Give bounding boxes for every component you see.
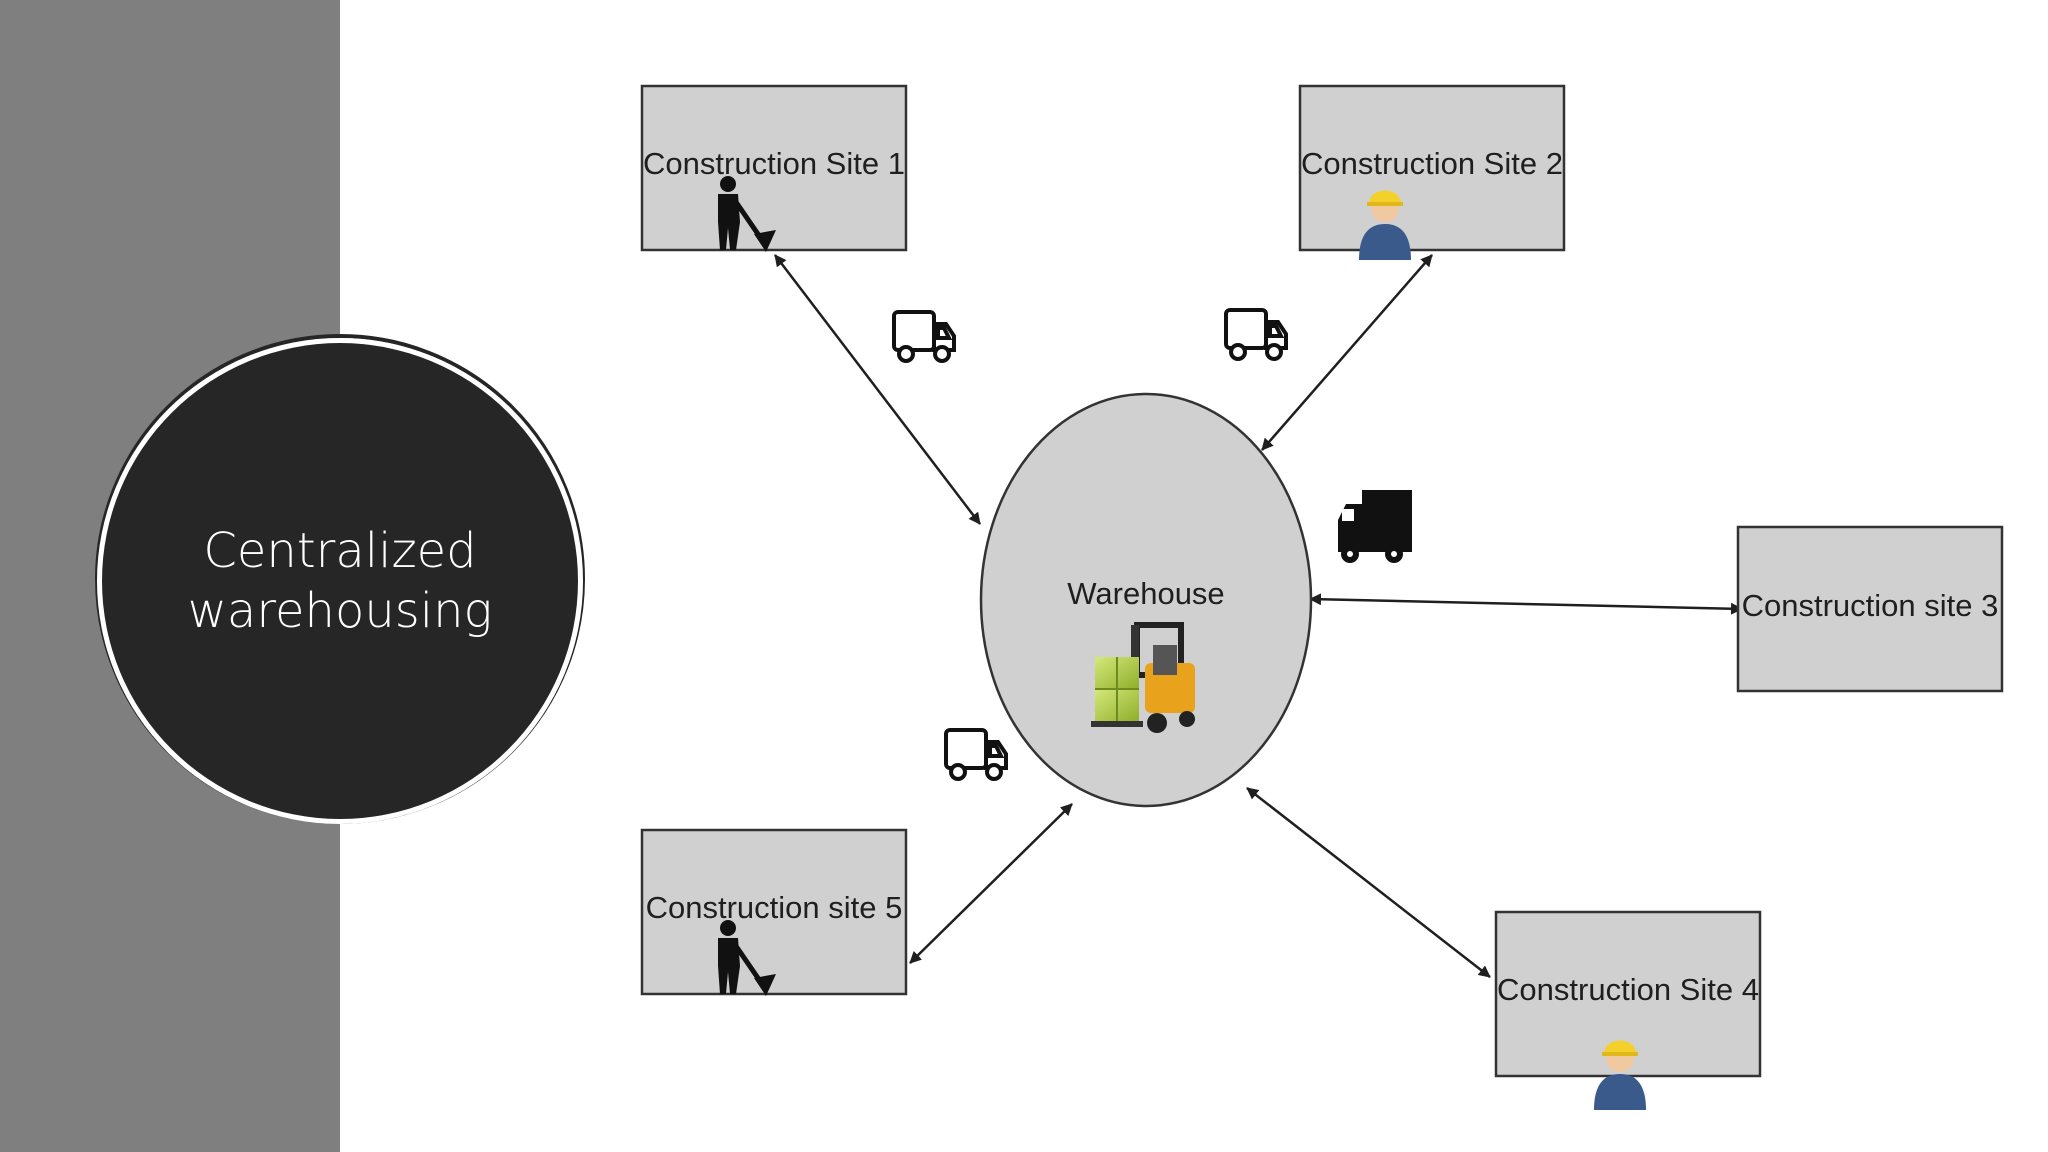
site-node-3: Construction site 3	[1736, 525, 2004, 693]
site-node-2: Construction Site 2	[1298, 84, 1566, 260]
worker-shovel-icon	[718, 176, 776, 252]
worker-shovel-icon	[718, 920, 776, 996]
slide-title: Centralized warehousing	[187, 523, 493, 639]
foreman-icon	[1594, 1040, 1646, 1110]
site-label-1: Construction Site 1	[643, 146, 905, 181]
title-ring	[95, 334, 585, 824]
foreman-icon	[1359, 190, 1411, 260]
link-site-4	[1246, 787, 1491, 978]
warehouse-node: Warehouse	[979, 392, 1313, 808]
site-label-4: Construction Site 4	[1497, 972, 1759, 1007]
forklift-icon	[1091, 622, 1195, 733]
warehouse-label: Warehouse	[1067, 576, 1224, 611]
link-site-3	[1309, 593, 1743, 615]
truck-solid-icon	[1338, 490, 1412, 563]
link-site-2	[1261, 254, 1433, 451]
site-node-5: Construction site 5	[640, 828, 908, 996]
truck-outline-icon	[892, 310, 956, 363]
truck-outline-icon	[944, 728, 1008, 781]
truck-outline-icon	[1224, 308, 1288, 361]
link-site-5	[909, 803, 1073, 964]
site-label-5: Construction site 5	[646, 890, 903, 925]
site-label-3: Construction site 3	[1742, 588, 1999, 623]
site-node-4: Construction Site 4	[1494, 910, 1762, 1110]
site-label-2: Construction Site 2	[1301, 146, 1563, 181]
link-site-1	[774, 254, 981, 525]
site-node-1: Construction Site 1	[640, 84, 908, 252]
title-circle: Centralized warehousing	[102, 343, 578, 819]
